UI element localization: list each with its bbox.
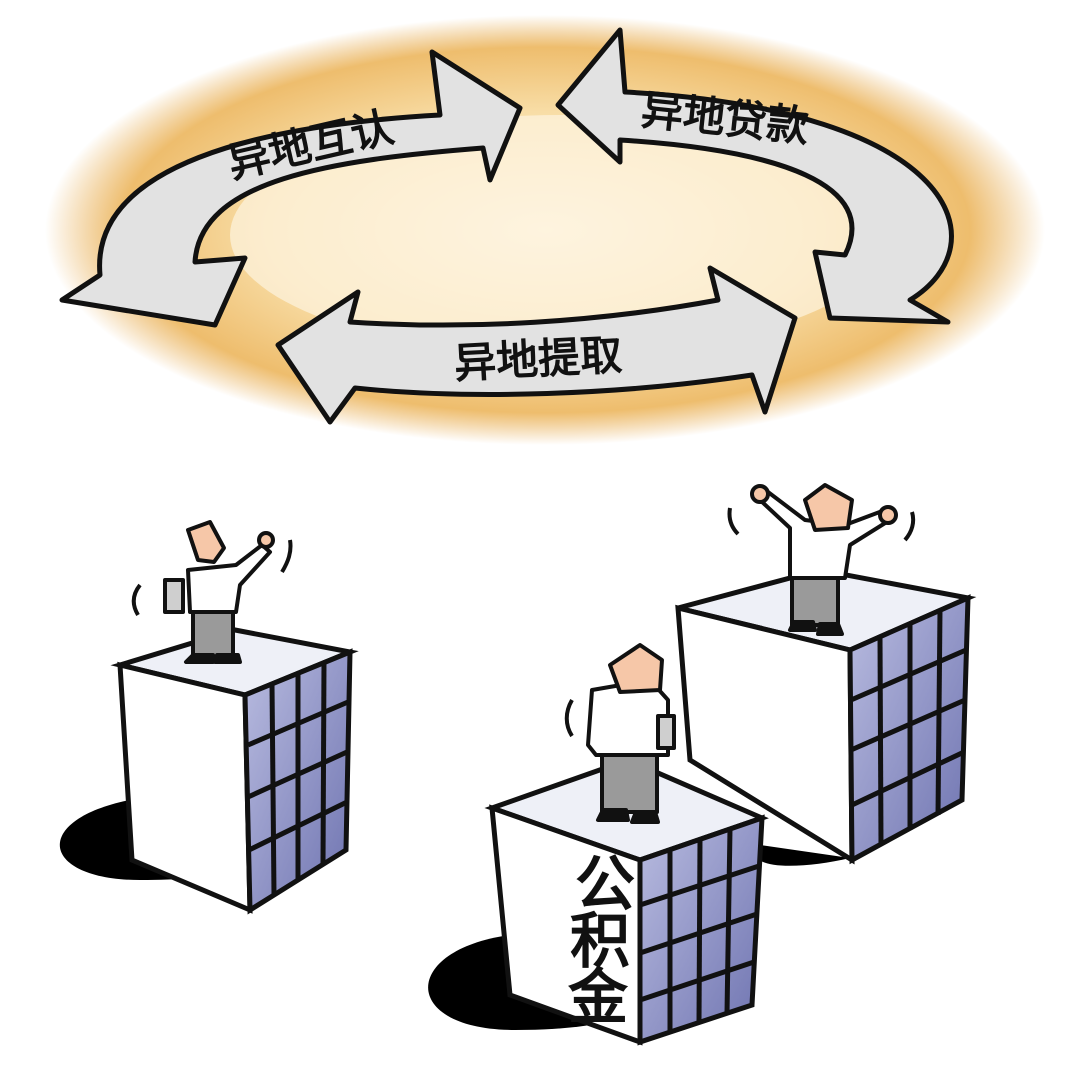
shoe (213, 653, 242, 664)
window-grid (639, 828, 760, 1032)
shirt (186, 543, 272, 614)
trousers (600, 750, 659, 814)
shoe (788, 620, 817, 632)
shoe (596, 808, 630, 822)
shoe (816, 622, 844, 636)
window-grid (849, 609, 967, 846)
person-right (727, 483, 916, 636)
person-left (131, 520, 293, 664)
building-label-line3: 金 (568, 963, 629, 1033)
hand (750, 484, 770, 504)
motion-lines (564, 698, 574, 738)
arrow-label-withdrawal: 异地提取 (453, 330, 623, 388)
trousers (790, 573, 840, 627)
building-shadow (756, 845, 850, 866)
head (186, 520, 226, 564)
book-icon (656, 714, 676, 750)
window-grid (246, 661, 349, 896)
motion-lines (727, 507, 916, 542)
trousers (191, 608, 235, 662)
building-label-line2: 积 (570, 907, 630, 977)
arrow-withdrawal: 异地提取 (275, 265, 798, 425)
motion-lines (131, 539, 293, 617)
shoe (184, 653, 215, 664)
building-label-line1: 公 (575, 850, 635, 920)
hand (257, 531, 275, 549)
head (608, 643, 664, 694)
arrow-shape (59, 49, 523, 328)
person-middle (564, 643, 676, 824)
arrow-shape (555, 27, 954, 325)
book-icon (163, 578, 185, 614)
head (803, 483, 854, 532)
shoe (630, 810, 660, 824)
arrow-shape (275, 265, 798, 425)
hand (878, 505, 898, 525)
building-middle: 公 积 金 (428, 757, 769, 1046)
building-left (59, 627, 359, 915)
